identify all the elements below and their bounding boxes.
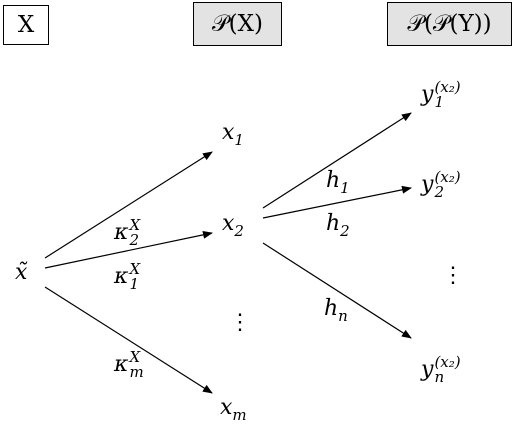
node-y2-sub: 2 (434, 183, 444, 201)
node-y1-sub: 1 (434, 93, 444, 111)
edge-label-kappa-1-sup: X (129, 260, 141, 278)
header-label-power-x: 𝒫(X) (212, 10, 263, 37)
node-yn: y(x₂)n (421, 355, 461, 385)
header-box-x: X (3, 5, 49, 45)
node-x2-sub: 2 (234, 222, 244, 240)
node-y2-sup: (x₂) (434, 168, 461, 186)
node-x1-sub: 1 (234, 131, 244, 149)
edge-label-h-1-base: h (326, 168, 341, 193)
node-x2-base: x (222, 211, 235, 236)
node-xm-base: x (220, 395, 233, 420)
edge-label-kappa-1-sub: 1 (129, 275, 139, 293)
arrow-source-to-x1 (44, 151, 213, 259)
edge-label-h-n: hn (324, 296, 348, 324)
node-y1-base: y (421, 82, 434, 107)
arrow-x2-to-yn (262, 242, 412, 339)
node-y1-sup: (x₂) (434, 78, 461, 96)
node-source-base: x̃ (15, 260, 28, 285)
node-source: x̃ (15, 262, 27, 284)
arrow-x2-to-y2 (262, 185, 412, 219)
node-y1: y(x₂)1 (421, 80, 461, 110)
edge-label-h-2-sub: 2 (340, 222, 350, 240)
arrow-x2-to-y1 (262, 112, 412, 209)
edge-label-kappa-2-base: κ (114, 220, 129, 245)
node-y2-base: y (421, 172, 434, 197)
node-yn-base: y (421, 357, 434, 382)
edge-label-kappa-m-sub: m (129, 363, 144, 381)
edge-label-kappa-1-base: κ (114, 264, 129, 289)
edge-label-kappa-m-sup: X (129, 348, 141, 366)
edge-label-h-1-sub: 1 (340, 179, 350, 197)
ellipsis-x: ⋮ (229, 310, 251, 335)
node-y2: y(x₂)2 (421, 170, 461, 200)
node-xm: xm (220, 395, 247, 423)
node-xm-sub: m (232, 406, 247, 424)
node-yn-sub: n (434, 368, 445, 386)
node-x1-base: x (222, 120, 235, 145)
header-box-power-power-y: 𝒫(𝒫(Y)) (387, 2, 512, 46)
node-yn-sup: (x₂) (434, 353, 461, 371)
header-label-power-power-y: 𝒫(𝒫(Y)) (407, 10, 492, 37)
edge-label-h-n-sub: n (338, 307, 348, 325)
node-x1: x1 (222, 120, 244, 148)
node-x2: x2 (222, 211, 244, 239)
edge-label-kappa-2-sub: 2 (129, 231, 139, 249)
edge-label-kappa-m-base: κ (114, 352, 129, 377)
header-label-x: X (17, 11, 35, 38)
edge-label-h-2-base: h (326, 211, 341, 236)
header-box-power-x: 𝒫(X) (193, 2, 282, 46)
arrow-source-to-x2 (44, 230, 213, 269)
arrow-source-to-xm (44, 286, 213, 394)
ellipsis-y: ⋮ (442, 263, 464, 288)
edge-label-h-1: h1 (326, 168, 350, 196)
edge-label-h-n-base: h (324, 296, 339, 321)
edge-label-h-2: h2 (326, 211, 350, 239)
edge-label-kappa-2-sup: X (129, 216, 141, 234)
